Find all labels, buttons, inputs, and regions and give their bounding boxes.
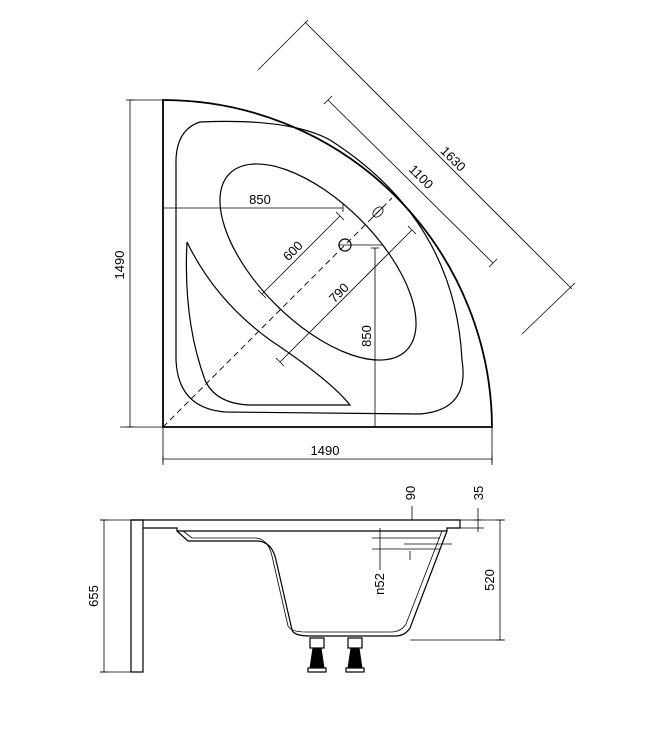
inner-length-dim-line xyxy=(279,229,413,363)
side-view: 655 520 35 90 n52 xyxy=(86,486,505,673)
inner-width-dim-line xyxy=(261,215,341,295)
tub-profile-inner xyxy=(182,530,443,633)
overflow-dim-label: 90 xyxy=(403,486,418,500)
tub-profile xyxy=(176,530,448,637)
tub-inner-outline xyxy=(175,120,464,415)
tub-rim xyxy=(131,519,461,532)
diagonal-dim-line xyxy=(304,21,573,290)
seat-recess xyxy=(185,241,352,406)
top-view: 1490 1490 1630 1100 850 850 790 xyxy=(112,19,576,465)
rim-dim-label: 35 xyxy=(471,486,486,500)
oval-basin xyxy=(219,163,417,361)
total-height-dim-label: 655 xyxy=(86,585,101,607)
depth-dim-label-side: 520 xyxy=(482,569,497,591)
basin-depth-dim-label: 850 xyxy=(359,325,374,347)
step-dim-label: n52 xyxy=(372,573,387,595)
front-apron xyxy=(130,519,144,673)
inner-diagonal-dim-label: 1100 xyxy=(406,162,436,192)
width-dim-label: 1490 xyxy=(311,443,340,458)
inner-length-dim-label: 790 xyxy=(326,280,352,306)
inner-width-dim-label: 600 xyxy=(280,238,306,264)
depth-dim-label: 1490 xyxy=(112,251,127,280)
foot-right xyxy=(345,637,365,673)
inner-diagonal-dim-line xyxy=(327,99,494,264)
basin-width-dim-label: 850 xyxy=(249,192,271,207)
diagonal-centerline xyxy=(162,197,393,428)
foot-left xyxy=(307,637,327,673)
